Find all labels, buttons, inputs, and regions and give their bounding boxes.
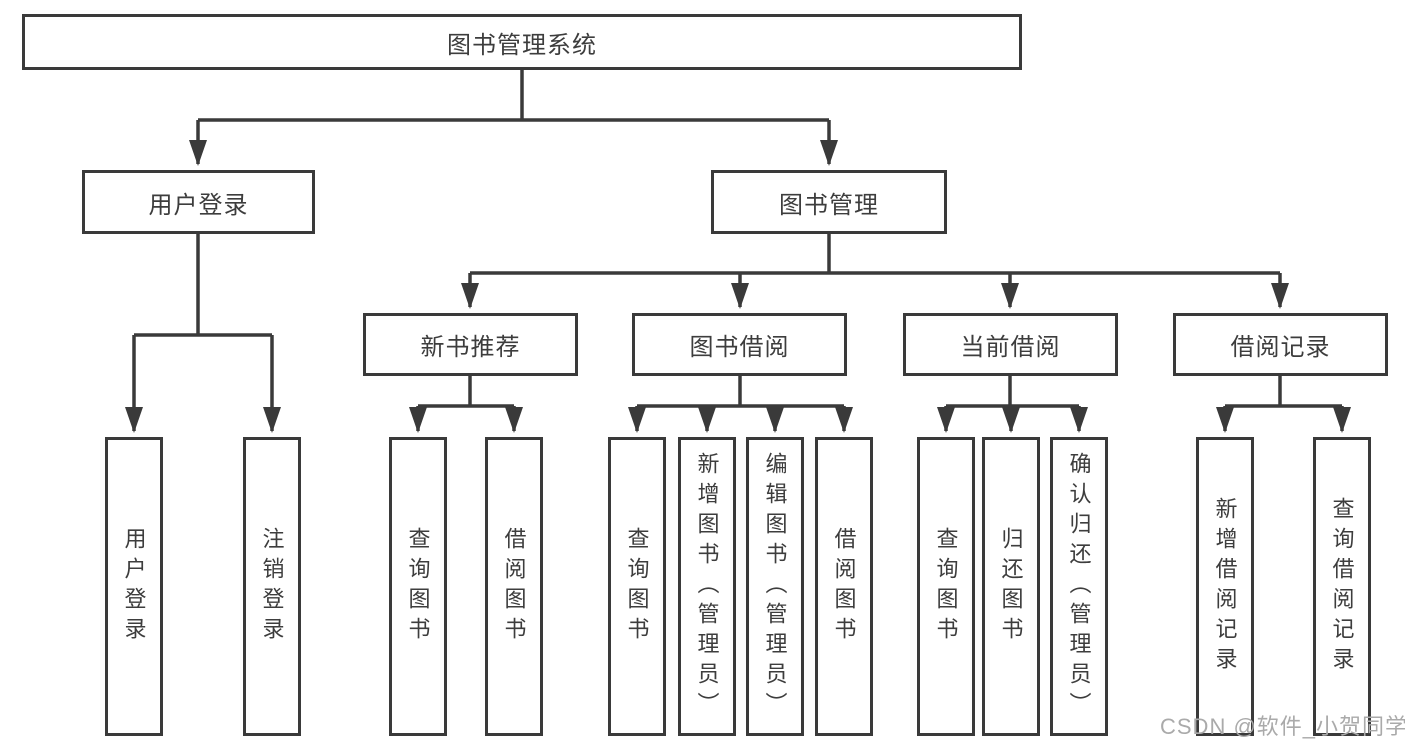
leaf-bb-edit-book-label: 编辑图书（管理员）: [762, 451, 788, 722]
connector-book-borrow-to-leaves: [628, 376, 853, 433]
leaf-logout: 注销登录: [243, 437, 301, 736]
leaf-rec-borrow-book-label: 借阅图书: [501, 526, 527, 647]
leaf-cb-return-book: 归还图书: [982, 437, 1040, 736]
node-borrow-records-label: 借阅记录: [1230, 334, 1331, 361]
leaf-br-add-record: 新增借阅记录: [1196, 437, 1254, 736]
node-book-mgmt-label: 图书管理: [779, 191, 879, 219]
leaf-bb-borrow-book: 借阅图书: [815, 437, 873, 736]
leaf-user-login-label: 用户登录: [121, 526, 147, 647]
node-new-book-rec: 新书推荐: [363, 313, 578, 376]
leaf-br-query-record-label: 查询借阅记录: [1329, 496, 1355, 677]
leaf-rec-query-book: 查询图书: [389, 437, 447, 736]
node-user-login: 用户登录: [82, 170, 315, 234]
node-root-label: 图书管理系统: [447, 31, 597, 59]
leaf-bb-borrow-book-label: 借阅图书: [831, 526, 857, 647]
leaf-rec-query-book-label: 查询图书: [405, 526, 431, 647]
leaf-rec-borrow-book: 借阅图书: [485, 437, 543, 736]
connector-user-login-to-leaves: [125, 233, 281, 433]
node-current-borrow-label: 当前借阅: [960, 334, 1061, 361]
leaf-cb-query-book: 查询图书: [917, 437, 975, 736]
leaf-cb-confirm-return: 确认归还（管理员）: [1050, 437, 1108, 736]
connector-new-book-rec-to-leaves: [409, 376, 523, 433]
leaf-cb-query-book-label: 查询图书: [933, 526, 959, 647]
node-user-login-label: 用户登录: [148, 191, 249, 219]
node-book-mgmt: 图书管理: [711, 170, 947, 234]
leaf-br-query-record: 查询借阅记录: [1313, 437, 1371, 736]
leaf-cb-confirm-return-label: 确认归还（管理员）: [1066, 451, 1092, 722]
node-borrow-records: 借阅记录: [1173, 313, 1388, 376]
connector-current-borrow-to-leaves: [937, 376, 1088, 433]
connector-root-to-level2: [189, 69, 838, 166]
leaf-cb-return-book-label: 归还图书: [998, 526, 1024, 647]
leaf-bb-add-book: 新增图书（管理员）: [678, 437, 736, 736]
leaf-bb-query-book: 查询图书: [608, 437, 666, 736]
leaf-logout-label: 注销登录: [259, 526, 285, 647]
leaf-user-login: 用户登录: [105, 437, 163, 736]
csdn-watermark: CSDN @软件_小贺同学: [1160, 714, 1405, 739]
node-book-borrow-label: 图书借阅: [689, 334, 790, 361]
connector-borrow-records-to-leaves: [1216, 376, 1351, 433]
leaf-bb-add-book-label: 新增图书（管理员）: [694, 451, 720, 722]
node-current-borrow: 当前借阅: [903, 313, 1118, 376]
leaf-br-add-record-label: 新增借阅记录: [1212, 496, 1238, 677]
node-book-borrow: 图书借阅: [632, 313, 847, 376]
leaf-bb-edit-book: 编辑图书（管理员）: [746, 437, 804, 736]
connector-book-mgmt-to-modules: [461, 233, 1289, 309]
node-new-book-rec-label: 新书推荐: [420, 334, 521, 361]
node-root: 图书管理系统: [22, 14, 1022, 70]
leaf-bb-query-book-label: 查询图书: [624, 526, 650, 647]
